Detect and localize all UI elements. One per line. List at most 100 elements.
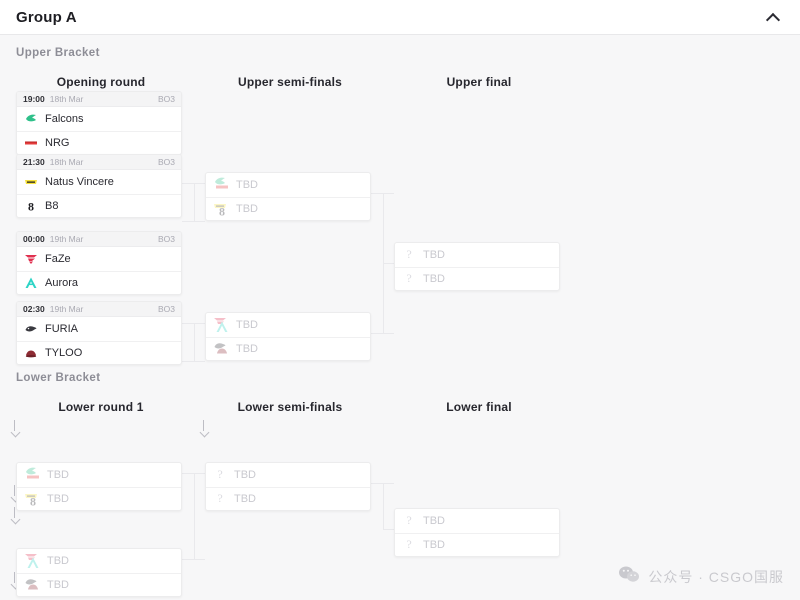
falcons-logo: [24, 112, 38, 126]
navi-logo: [24, 175, 38, 189]
team-row[interactable]: TBD: [206, 173, 370, 197]
match-card[interactable]: 02:30 19th Mar BO3 FURIA TYLOO: [16, 301, 182, 365]
match-time: 21:30: [23, 157, 45, 167]
connector: [194, 183, 195, 221]
team-name: FURIA: [45, 322, 78, 335]
team-row[interactable]: TBD: [17, 463, 181, 487]
drop-arrow-icon: [10, 507, 19, 523]
team-row[interactable]: NRG: [17, 130, 181, 155]
team-row[interactable]: 8 TBD: [17, 486, 181, 511]
team-row[interactable]: Aurora: [17, 270, 181, 295]
wechat-icon: [618, 565, 640, 588]
navi-b8-stack: 8: [213, 201, 229, 218]
team-row[interactable]: ? TBD: [395, 266, 559, 291]
drop-arrow-icon: [10, 485, 19, 501]
team-row[interactable]: ? TBD: [206, 486, 370, 511]
match-card[interactable]: 21:30 18th Mar BO3 Natus Vincere 8 B8: [16, 154, 182, 218]
team-row[interactable]: Natus Vincere: [17, 170, 181, 194]
drop-arrow-icon: [10, 572, 19, 588]
match-card[interactable]: ? TBD ? TBD: [394, 508, 560, 557]
furia-tyloo-stack: [213, 341, 229, 357]
lower-bracket-label: Lower Bracket: [16, 372, 101, 384]
match-time: 00:00: [23, 234, 45, 244]
match-card[interactable]: TBD 8 TBD: [205, 172, 371, 221]
match-date: 19th Mar: [49, 304, 84, 314]
connector: [371, 333, 394, 334]
team-row[interactable]: ? TBD: [395, 243, 559, 267]
team-row[interactable]: TBD: [206, 313, 370, 337]
nrg-logo: [24, 136, 38, 150]
match-card[interactable]: 19:00 18th Mar BO3 Falcons NRG: [16, 91, 182, 155]
team-name: TBD: [47, 468, 69, 481]
team-row[interactable]: Falcons: [17, 107, 181, 131]
team-row[interactable]: 8 TBD: [206, 196, 370, 221]
match-card[interactable]: TBD 8 TBD: [16, 462, 182, 511]
team-name: TBD: [423, 514, 445, 527]
team-name: TBD: [423, 248, 445, 261]
team-row[interactable]: TYLOO: [17, 340, 181, 365]
team-row[interactable]: FURIA: [17, 317, 181, 341]
team-name: TYLOO: [45, 346, 83, 359]
match-card[interactable]: ? TBD ? TBD: [394, 242, 560, 291]
match-card[interactable]: TBD TBD: [16, 548, 182, 597]
round-title-upper-semis: Upper semi-finals: [237, 75, 343, 89]
connector: [383, 263, 394, 264]
match-format: BO3: [157, 304, 175, 314]
page-title: Group A: [16, 8, 77, 26]
team-row[interactable]: TBD: [17, 549, 181, 573]
match-format: BO3: [157, 157, 175, 167]
falcons-nrg-stack: [24, 467, 40, 483]
match-meta: 00:00 19th Mar BO3: [17, 232, 181, 247]
furia-tyloo-stack: [24, 577, 40, 593]
connector: [383, 483, 384, 529]
team-row[interactable]: ? TBD: [395, 532, 559, 557]
match-card[interactable]: ? TBD ? TBD: [205, 462, 371, 511]
faze-aurora-stack: [213, 317, 229, 333]
team-name: TBD: [47, 554, 69, 567]
connector: [371, 483, 394, 484]
group-header: Group A: [0, 0, 800, 35]
question-icon: ?: [217, 491, 223, 506]
round-title-lower-round-1: Lower round 1: [58, 400, 144, 414]
team-row[interactable]: ? TBD: [206, 463, 370, 487]
furia-logo: [24, 322, 38, 336]
chevron-up-icon[interactable]: [762, 6, 784, 28]
tyloo-logo: [24, 346, 38, 360]
team-name: TBD: [236, 202, 258, 215]
svg-text:8: 8: [30, 494, 36, 508]
team-row[interactable]: TBD: [206, 336, 370, 361]
navi-b8-stack: 8: [24, 491, 40, 508]
question-icon: ?: [406, 537, 412, 552]
team-row[interactable]: 8 B8: [17, 193, 181, 218]
svg-text:8: 8: [219, 204, 225, 218]
watermark: 公众号 · CSGO国服: [618, 565, 784, 588]
faze-logo: [24, 252, 38, 266]
round-title-lower-semis: Lower semi-finals: [237, 400, 343, 414]
team-name: TBD: [234, 492, 256, 505]
team-row[interactable]: ? TBD: [395, 509, 559, 533]
connector: [194, 473, 195, 559]
match-date: 18th Mar: [49, 94, 84, 104]
watermark-text: 公众号 · CSGO国服: [648, 568, 784, 585]
team-name: NRG: [45, 136, 70, 149]
match-time: 02:30: [23, 304, 45, 314]
b8-logo: 8: [24, 199, 38, 213]
team-name: TBD: [236, 342, 258, 355]
round-title-upper-final: Upper final: [446, 75, 512, 89]
connector: [371, 193, 394, 194]
connector: [383, 529, 394, 530]
match-card[interactable]: TBD TBD: [205, 312, 371, 361]
falcons-nrg-stack: [213, 177, 229, 193]
team-row[interactable]: FaZe: [17, 247, 181, 271]
match-time: 19:00: [23, 94, 45, 104]
bracket-body: Upper Bracket Opening round Upper semi-f…: [0, 35, 800, 600]
team-row[interactable]: TBD: [17, 572, 181, 597]
match-date: 18th Mar: [49, 157, 84, 167]
connector: [182, 559, 205, 560]
match-meta: 21:30 18th Mar BO3: [17, 155, 181, 170]
svg-text:8: 8: [28, 199, 34, 213]
match-format: BO3: [157, 94, 175, 104]
match-card[interactable]: 00:00 19th Mar BO3 FaZe Aurora: [16, 231, 182, 295]
match-format: BO3: [157, 234, 175, 244]
